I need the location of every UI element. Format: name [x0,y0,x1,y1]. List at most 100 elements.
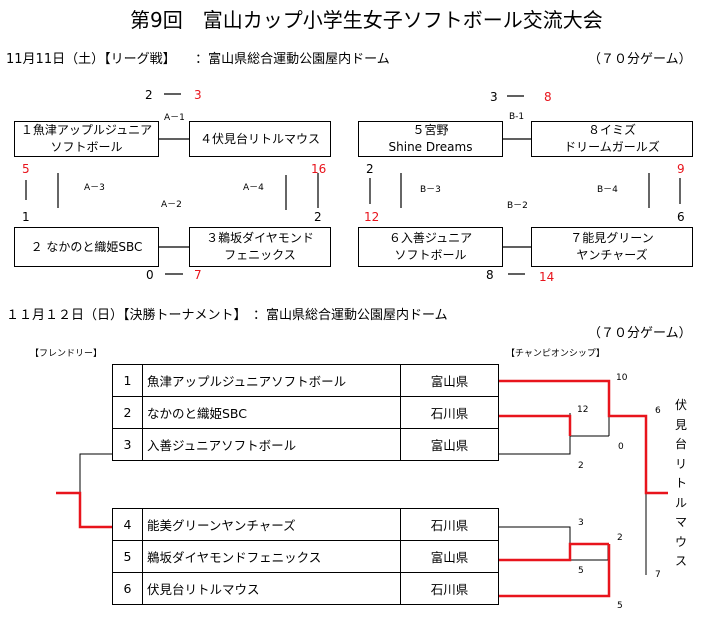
league-a-team-4: ４伏見台リトルマウス [189,121,331,157]
team-name-line1: １魚津アップルジュニア [20,123,153,137]
champion-char: 伏 [674,398,687,412]
table-row: 3 入善ジュニアソフトボール 富山県 [112,428,499,461]
score-a3-top: 5 [22,162,30,176]
champion-char: ル [674,495,687,510]
table-row: 5 鵜坂ダイヤモンドフェニックス 富山県 [112,540,499,573]
team-name-line2: フェニックス [224,248,296,262]
bracket-score: 2 [578,461,584,471]
team-name: 伏見台リトルマウス [142,572,401,605]
league-a-team-3: ３鵜坂ダイヤモンド フェニックス [189,227,331,267]
table-row: 6 伏見台リトルマウス 石川県 [112,572,499,605]
team-prefecture: 石川県 [400,508,499,541]
score-a5-right: 7 [194,268,202,282]
league-b-team-5: ５宮野 Shine Dreams [358,121,503,157]
game-b1: B-1 [509,112,525,122]
team-prefecture: 富山県 [400,428,499,461]
score-b5-right: 14 [539,270,555,284]
score-b3-top: 2 [366,162,374,176]
score-b1-right: 8 [544,90,552,104]
day1-format: （７０分ゲーム） [588,52,692,67]
champion-char: リ [674,456,687,471]
score-a5-left: 0 [146,268,154,282]
team-name-line2: ソフトボール [394,248,467,262]
score-b4-bottom: 6 [677,210,685,224]
team-name-line1: ５宮野 [412,123,449,137]
team-name-line1: ６入善ジュニア [388,231,473,245]
score-b4-top: 9 [677,162,685,176]
score-b1-left: 3 [490,90,498,104]
champion-name: 伏 見 台 リ ト ル マ ウ ス [674,396,688,572]
league-b-team-8: ８イミズ ドリームガールズ [531,121,693,157]
champion-char: ウ [674,534,687,549]
bracket-score: 6 [655,406,661,416]
bracket-score: 3 [578,518,584,528]
score-a1-left: 2 [145,88,153,102]
team-prefecture: 石川県 [400,572,499,605]
champion-char: 台 [674,437,687,451]
team-number: 4 [112,508,143,541]
team-name-line1: ４伏見台リトルマウス [199,131,320,146]
team-number: 6 [112,572,143,605]
team-name: 能美グリーンヤンチャーズ [142,508,401,541]
team-name: なかのと織姫SBC [142,396,401,429]
league-b-team-7: ７能見グリーン ヤンチャーズ [531,227,693,267]
day1-header: 11月11日（土）【リーグ戦】 ：富山県総合運動公園屋内ドーム [6,52,390,67]
table-row: 1 魚津アップルジュニアソフトボール 富山県 [112,364,499,397]
team-name-line1: ２ なかのと織姫SBC [30,239,143,254]
bracket-score: 10 [616,373,628,383]
team-prefecture: 富山県 [400,540,499,573]
champion-char: ト [674,476,687,490]
team-name-line2: Shine Dreams [388,140,473,154]
game-a3: A－3 [84,183,105,193]
bracket-score: 2 [617,533,623,543]
day2-header: １１月１２日（日）【決勝トーナメント】 ：富山県総合運動公園屋内ドーム [6,308,448,323]
bracket-table-top: 1 魚津アップルジュニアソフトボール 富山県 2 なかのと織姫SBC 石川県 3… [112,364,499,461]
team-name-line1: ３鵜坂ダイヤモンド [206,231,314,245]
score-a4-bottom: 2 [314,210,322,224]
game-b4: B－4 [597,185,618,195]
champion-char: ス [674,554,687,568]
championship-label: 【チャンピオンシップ】 [506,349,605,359]
bracket-score: 5 [578,566,584,576]
team-name-line2: ヤンチャーズ [576,248,648,262]
day2-format: （７０分ゲーム） [588,326,692,341]
table-row: 4 能美グリーンヤンチャーズ 石川県 [112,508,499,541]
team-name-line1: ７能見グリーン [570,231,654,245]
league-b-team-6: ６入善ジュニア ソフトボール [358,227,503,267]
team-prefecture: 石川県 [400,396,499,429]
team-name-line1: ８イミズ [587,123,636,137]
table-row: 2 なかのと織姫SBC 石川県 [112,396,499,429]
bracket-table-bottom: 4 能美グリーンヤンチャーズ 石川県 5 鵜坂ダイヤモンドフェニックス 富山県 … [112,508,499,605]
team-name: 魚津アップルジュニアソフトボール [142,364,401,397]
champion-char: マ [674,515,687,529]
game-a1: A－1 [164,113,185,123]
game-b3: B－3 [420,185,441,195]
score-b5-left: 8 [486,268,494,282]
game-a2: A－2 [161,200,182,210]
score-a4-top: 16 [311,162,327,176]
team-name-line2: ドリームガールズ [564,140,660,154]
champion-char: 見 [674,417,687,432]
team-name: 入善ジュニアソフトボール [142,428,401,461]
page-title: 第9回 富山カップ小学生女子ソフトボール交流大会 [130,8,603,32]
bracket-score: 12 [577,405,589,415]
score-a1-right: 3 [194,88,202,102]
league-a-team-1: １魚津アップルジュニア ソフトボール [14,121,159,157]
team-prefecture: 富山県 [400,364,499,397]
team-name-line2: ソフトボール [50,140,123,154]
bracket-score: 5 [617,601,623,611]
team-number: 5 [112,540,143,573]
game-a4: A－4 [243,183,264,193]
team-number: 2 [112,396,143,429]
bracket-score: 7 [655,570,661,580]
league-a-team-2: ２ なかのと織姫SBC [14,227,159,267]
score-b3-bottom: 12 [364,210,380,224]
team-number: 3 [112,428,143,461]
game-b2: B－2 [507,201,528,211]
team-name: 鵜坂ダイヤモンドフェニックス [142,540,401,573]
team-number: 1 [112,364,143,397]
bracket-score: 0 [618,442,624,452]
friendly-label: 【フレンドリー】 [30,349,103,359]
